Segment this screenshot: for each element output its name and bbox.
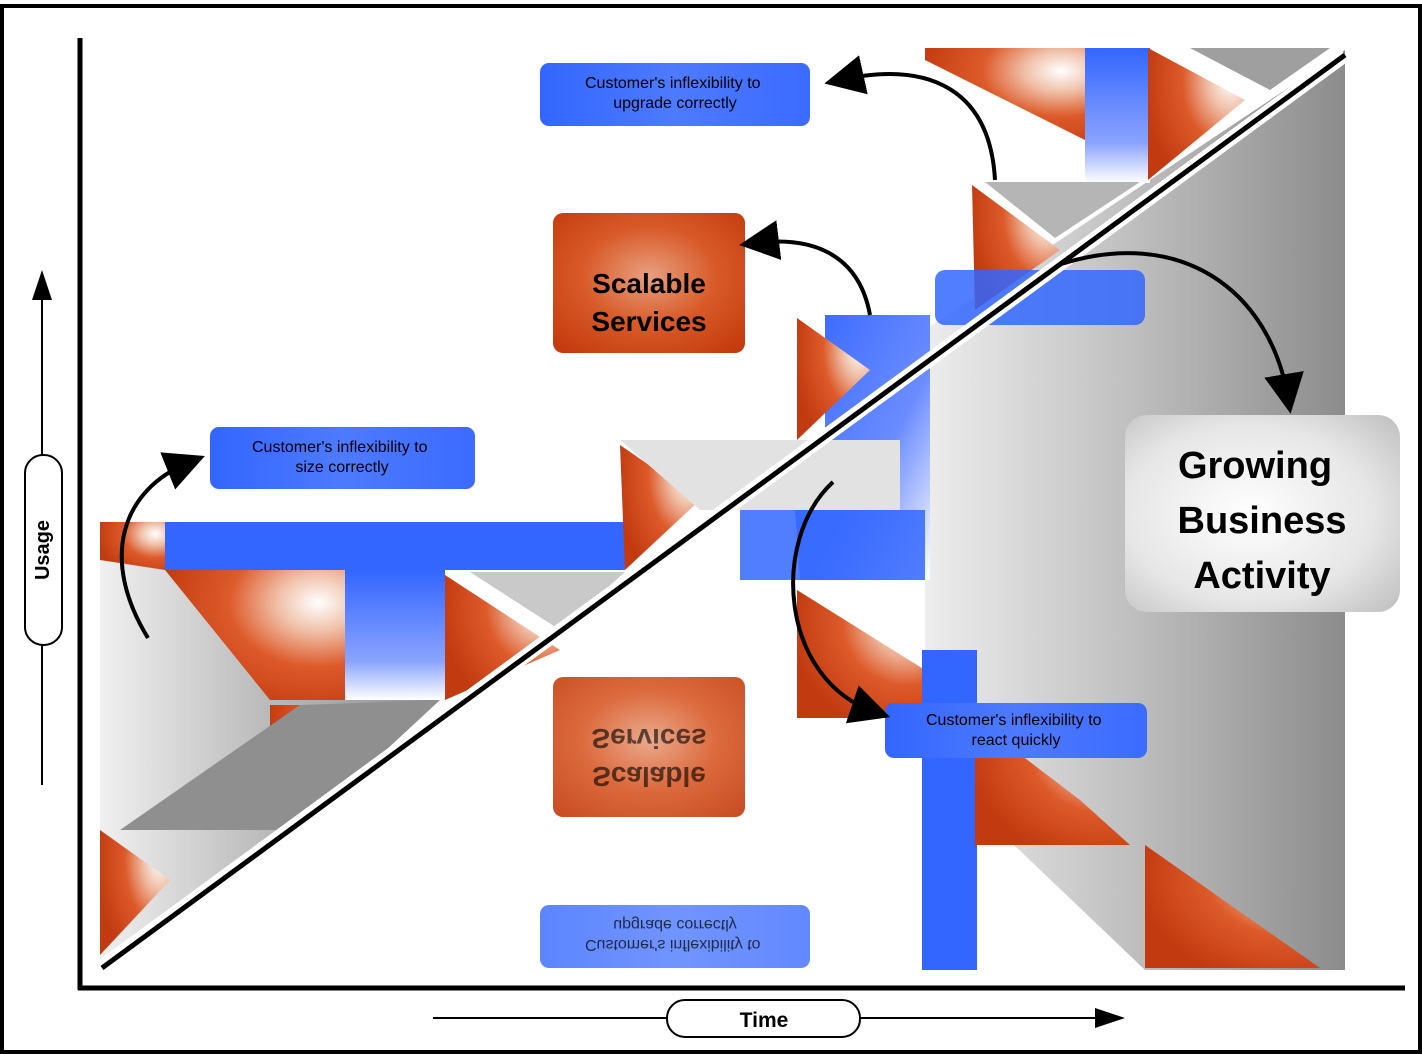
red-triangle-1 (100, 522, 165, 570)
growth-diagonal (100, 52, 1347, 971)
scalable-services-top-line2: Services (591, 306, 706, 337)
callout-line: react quickly (972, 732, 1061, 749)
scalable-services-top-line1: Scalable (592, 268, 706, 299)
blue-bar-left (165, 522, 625, 570)
scalable-services-bottom-line1: Scalable (592, 761, 706, 792)
red-triangle-2 (165, 570, 345, 700)
x-axis-label: Time (740, 1009, 789, 1032)
arrow-upgrade (824, 55, 997, 181)
red-triangle-8 (797, 590, 925, 718)
gray-step-3 (620, 440, 900, 510)
red-triangle-5 (100, 830, 170, 955)
y-axis-label-box (24, 454, 63, 646)
callout-react-box (885, 703, 1147, 758)
callout-upgrade-text: Customer's inflexibility to upgrade corr… (585, 75, 765, 112)
blue-bar-middle (740, 510, 925, 580)
y-axis-label: Usage (32, 520, 54, 580)
red-triangle-10 (1145, 845, 1320, 968)
gray-step-5 (1190, 48, 1330, 90)
red-triangle-6 (620, 445, 700, 570)
callout-line: size correctly (295, 459, 388, 476)
red-triangle-12 (1148, 48, 1245, 180)
growing-business-box (1125, 415, 1400, 612)
scalable-services-box-bottom (553, 677, 745, 817)
callout-upgrade-mirror-text: Customer's inflexibility to upgrade corr… (585, 916, 765, 953)
gray-step-4 (985, 182, 1140, 238)
blue-column-left (345, 570, 445, 700)
x-direction-arrowhead (1095, 1008, 1125, 1028)
growing-business-line3: Activity (1193, 555, 1330, 597)
arrow-react (791, 480, 891, 724)
arrow-scalable (739, 220, 872, 316)
gray-step-2 (120, 700, 440, 830)
growing-business-line1: Growing (1178, 445, 1332, 487)
scalable-services-box-top (553, 213, 745, 353)
callout-size-text: Customer's inflexibility to size correct… (252, 439, 432, 476)
y-direction-arrowhead (32, 270, 52, 300)
growing-business-line2: Business (1178, 500, 1347, 542)
callout-upgrade-mirror-box (540, 905, 810, 968)
red-triangle-11 (925, 48, 1085, 140)
gray-step-1 (470, 572, 625, 630)
arrow-size (119, 452, 205, 640)
red-triangle-7 (797, 318, 870, 440)
red-triangle-4 (445, 575, 560, 700)
x-axis-label-box (666, 999, 861, 1038)
arrow-growth (1057, 251, 1304, 414)
blue-column-top (1085, 48, 1150, 183)
callout-react-text: Customer's inflexibility to react quickl… (926, 712, 1106, 749)
blue-column-lower-right (922, 650, 977, 970)
callout-line: upgrade correctly (613, 95, 737, 112)
callout-line: upgrade correctly (613, 916, 737, 933)
scalable-services-bottom-line2: Services (591, 723, 706, 754)
callout-size-box (210, 427, 475, 489)
callout-upgrade-box (540, 63, 810, 126)
